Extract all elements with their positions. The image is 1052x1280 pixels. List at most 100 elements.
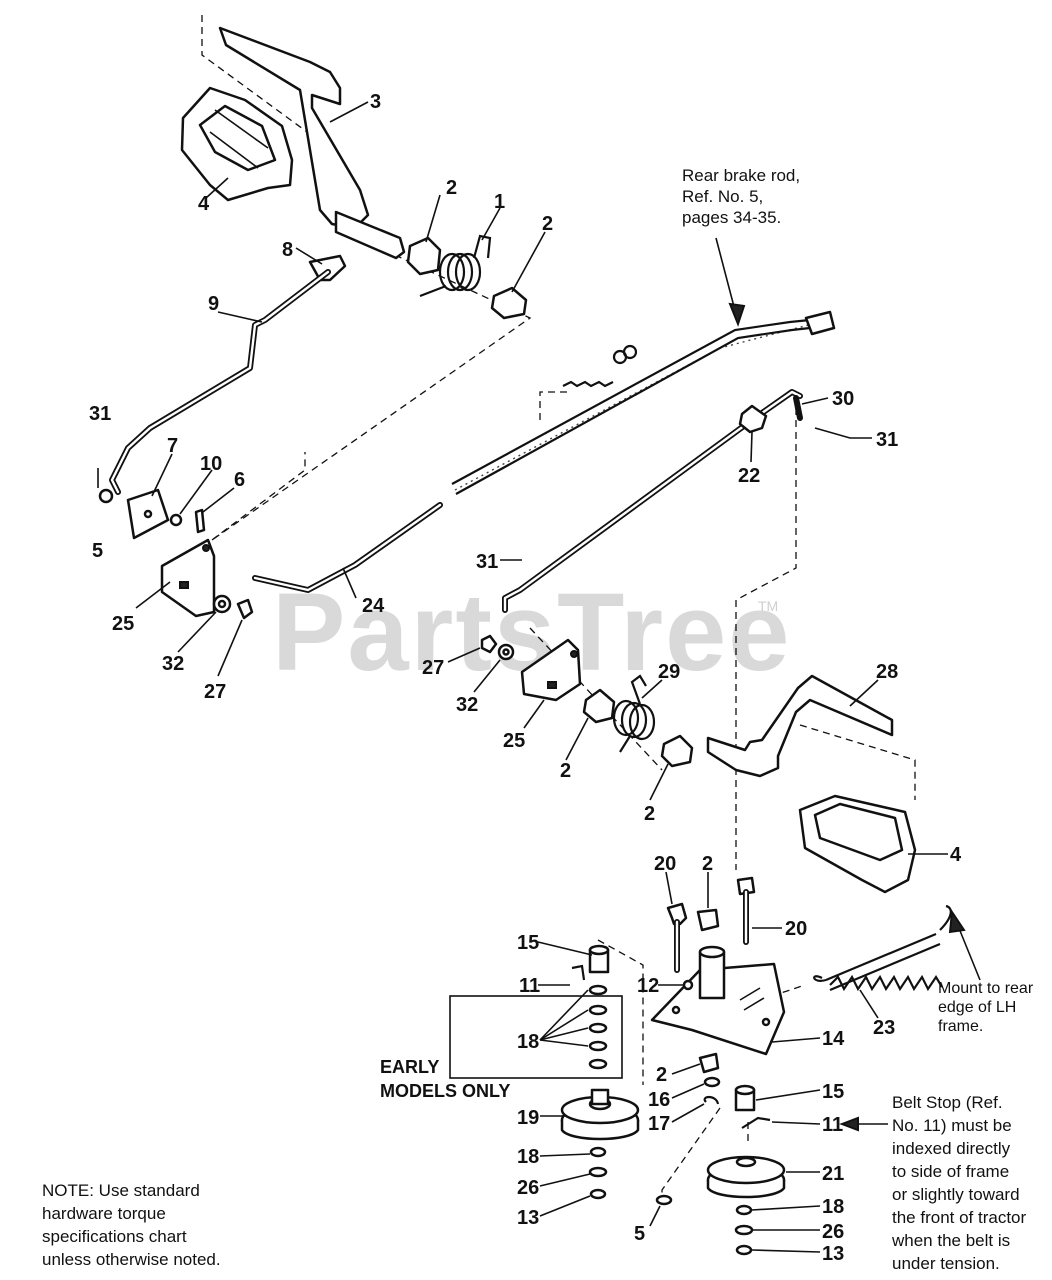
right-torsion-spring [612, 674, 656, 753]
part-number: 14 [822, 1028, 845, 1050]
part-number: 18 [517, 1146, 539, 1168]
part-number: 27 [204, 681, 226, 703]
part-number: 11 [519, 975, 540, 997]
part-number: 2 [542, 213, 553, 235]
early-models-box [449, 995, 623, 1079]
right-bushing-a [582, 688, 616, 724]
part-number: 2 [446, 177, 457, 199]
part-number: 25 [112, 613, 134, 635]
lift-rod [109, 269, 331, 495]
belt-stop-note: Belt Stop (Ref. No. 11) must be indexed … [891, 1093, 1027, 1273]
leader-lines [135, 101, 981, 1253]
idler-spring [813, 904, 952, 992]
part-number: 25 [503, 730, 525, 752]
upper-torsion-spring [419, 234, 492, 298]
mount-note-callout: Mount to rear edge of LH frame. [938, 980, 1034, 1035]
callout-line: No. 11) must be [892, 1116, 1012, 1135]
belt-stop-11b [741, 1116, 771, 1129]
callout-line: specifications chart [42, 1227, 187, 1246]
part-number: 21 [822, 1163, 844, 1185]
callout-line: NOTE: Use standard [42, 1181, 200, 1200]
part-number: 22 [738, 465, 760, 487]
part-number: 24 [362, 595, 385, 617]
part-number: 5 [92, 540, 103, 562]
bushing-2e [696, 908, 720, 932]
callout-line: edge of LH [938, 999, 1016, 1016]
lift-bracket-small [126, 488, 170, 540]
rear-brake-rod [451, 310, 836, 495]
watermark-trademark: TM [758, 598, 778, 614]
part-number: 26 [517, 1177, 539, 1199]
part-number: 18 [517, 1031, 539, 1053]
part-number: 20 [785, 918, 807, 940]
part-number: 23 [873, 1017, 895, 1039]
part-number: 2 [702, 853, 713, 875]
part-number: 10 [200, 453, 222, 475]
pulley-21 [706, 1155, 786, 1199]
part-number: 11 [822, 1114, 843, 1136]
part-number: 29 [658, 661, 680, 683]
part-number: 1 [494, 191, 505, 213]
upper-bushing-b [490, 286, 528, 320]
right-bushing-b [660, 734, 694, 768]
rear-brake-rod-callout: Rear brake rod, Ref. No. 5, pages 34-35. [682, 166, 800, 227]
part-number: 27 [422, 657, 444, 679]
part-number: 2 [560, 760, 571, 782]
part-number: 31 [476, 551, 498, 573]
washer-5b [655, 1194, 673, 1206]
part-number: 20 [654, 853, 676, 875]
nut-washer-left [212, 594, 254, 620]
early-models-label: EARLY MODELS ONLY [380, 1057, 510, 1101]
part-number: 2 [656, 1064, 667, 1086]
part-number: 31 [876, 429, 898, 451]
callout-line: Ref. No. 5, [682, 187, 763, 206]
washers-left [97, 468, 206, 534]
part-number: 26 [822, 1221, 844, 1243]
callout-line: Mount to rear [938, 980, 1034, 997]
part-number: 19 [517, 1107, 539, 1129]
part-number: 3 [370, 91, 381, 113]
bolt-20a [666, 902, 688, 973]
part-number: 8 [282, 239, 293, 261]
part-number: 15 [517, 932, 539, 954]
callout-line: frame. [938, 1018, 983, 1035]
pivot-bracket-right [520, 638, 582, 702]
part-number: 12 [637, 975, 659, 997]
part-number: 32 [162, 653, 184, 675]
pivot-bracket-left [160, 538, 216, 618]
brake-pedal-arm [218, 26, 406, 260]
part-number: 4 [198, 193, 210, 215]
belt-stop-11a [571, 964, 586, 981]
link-rod-24 [252, 502, 443, 593]
part-number: 16 [648, 1089, 670, 1111]
callout-line: when the belt is [891, 1231, 1010, 1250]
nut-washer-right [480, 634, 515, 661]
part-number: 17 [648, 1113, 670, 1135]
clutch-pedal-arm [706, 674, 894, 778]
pulley-19 [560, 1088, 640, 1141]
callout-line: MODELS ONLY [380, 1081, 510, 1101]
clutch-pedal-pad [798, 794, 917, 894]
callout-line: Rear brake rod, [682, 166, 800, 185]
callout-line: Belt Stop (Ref. [892, 1093, 1003, 1112]
part-number: 30 [832, 388, 854, 410]
early-washers [588, 984, 608, 1070]
link-rod-22 [502, 389, 803, 613]
callout-line: the front of tractor [892, 1208, 1027, 1227]
pedal-pad [180, 86, 294, 202]
part-number: 2 [644, 803, 655, 825]
spacer-12 [682, 979, 694, 991]
part-number: 6 [234, 469, 245, 491]
part-number: 5 [634, 1223, 645, 1245]
part-number: 32 [456, 694, 478, 716]
bolt-20b [736, 876, 756, 945]
part-number: 13 [517, 1207, 539, 1229]
spacer-15a [588, 944, 610, 974]
callout-line: or slightly toward [892, 1185, 1020, 1204]
callout-line: hardware torque [42, 1204, 166, 1223]
part-number: 7 [167, 435, 178, 457]
pulley-19-hardware [588, 1146, 608, 1200]
part-number: 15 [822, 1081, 844, 1103]
callout-line: pages 34-35. [682, 208, 781, 227]
callout-line: indexed directly [892, 1139, 1011, 1158]
